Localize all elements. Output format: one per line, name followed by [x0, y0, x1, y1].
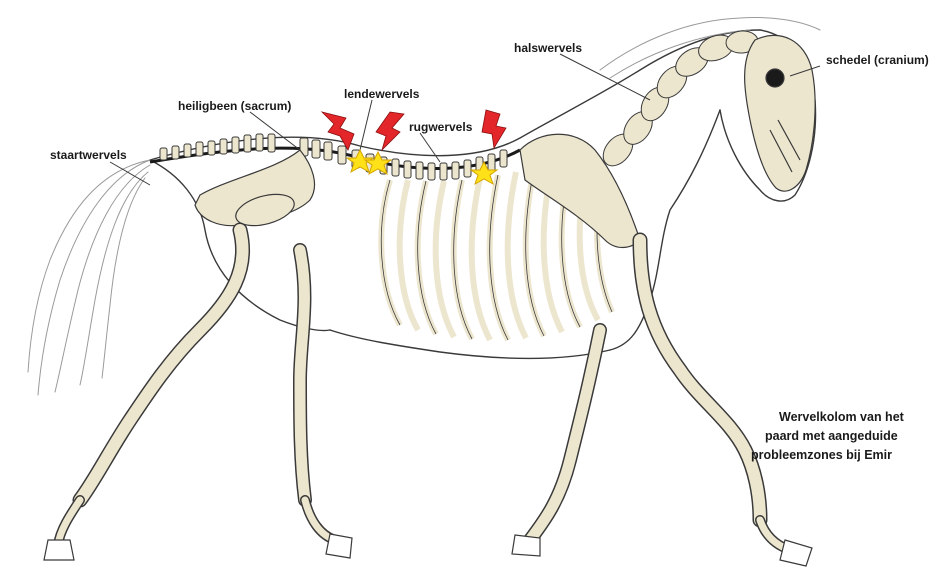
foreleg-far	[530, 330, 600, 540]
leader-rugwervels	[420, 133, 440, 162]
label-rugwervels: rugwervels	[409, 120, 473, 134]
hind-hooves	[44, 534, 352, 560]
label-heiligbeen: heiligbeen (sacrum)	[178, 99, 291, 113]
label-staartwervels: staartwervels	[50, 148, 127, 162]
caption-line-2: paard met aangeduide	[765, 429, 898, 443]
label-schedel: schedel (cranium)	[826, 53, 929, 67]
neck-vertebrae	[597, 30, 759, 172]
label-halswervels: halswervels	[514, 41, 582, 55]
tail	[28, 160, 150, 395]
caption-line-1: Wervelkolom van het	[779, 410, 905, 424]
lightning-icon	[482, 110, 506, 148]
lightning-icon	[376, 112, 404, 150]
label-lendewervels: lendewervels	[344, 87, 420, 101]
hind-leg-near	[58, 230, 243, 545]
foreleg-near	[640, 240, 790, 550]
pelvis	[195, 150, 315, 231]
hind-leg-far	[300, 250, 335, 540]
caption-line-3: probleemzones bij Emir	[751, 448, 892, 462]
skull	[745, 35, 816, 191]
leader-lendewervels	[360, 100, 372, 150]
caption: Wervelkolom van het paard met aangeduide…	[751, 410, 905, 462]
leader-halswervels	[560, 54, 650, 100]
